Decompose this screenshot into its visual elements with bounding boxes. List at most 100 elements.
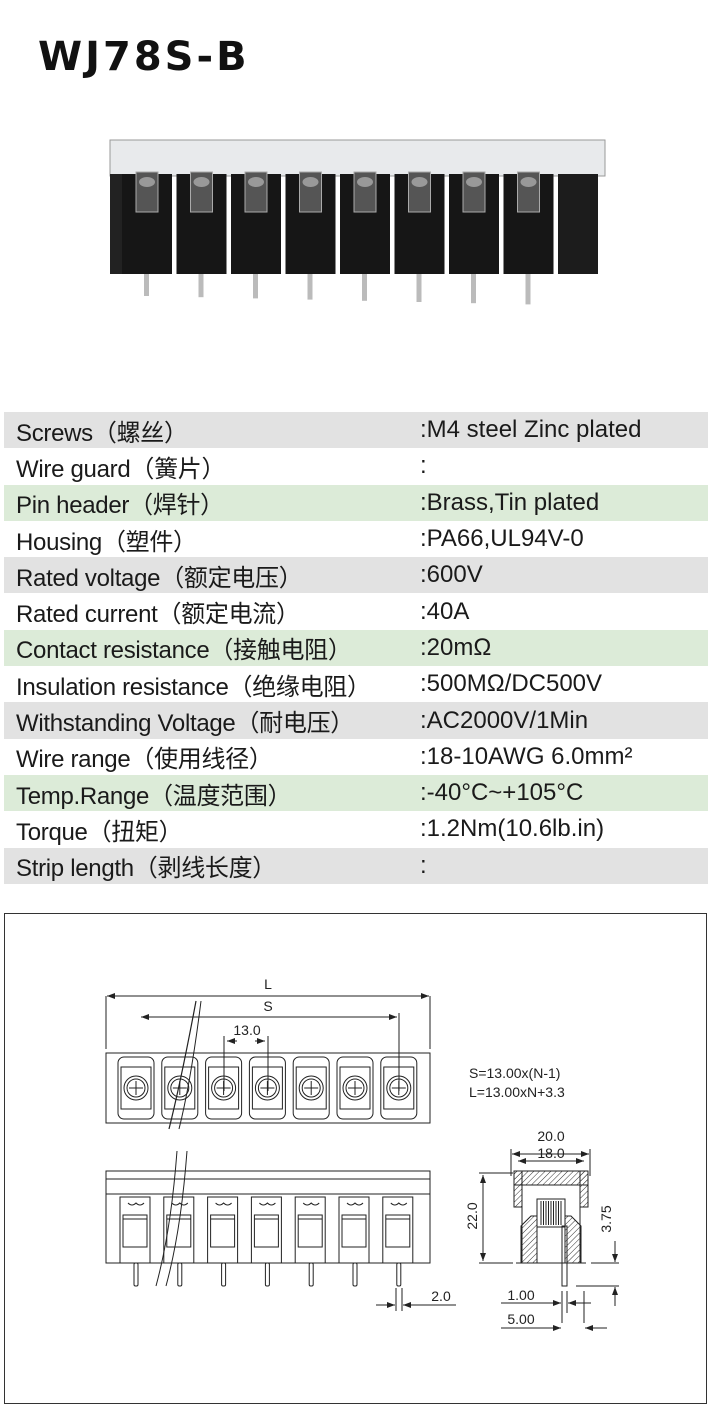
- terminal-window: [339, 1066, 371, 1110]
- screw-icon: [211, 1075, 237, 1101]
- dim-pin-pos: 5.00: [507, 1311, 534, 1327]
- spec-label: Pin header（焊针）: [16, 492, 224, 520]
- side-spring: [390, 1202, 408, 1206]
- formula-s: S=13.00x(N-1): [469, 1065, 560, 1081]
- product-title: WJ78S-B: [38, 34, 250, 80]
- dim-height: 22.0: [464, 1202, 480, 1229]
- screw-head: [257, 1078, 277, 1098]
- spec-value: :500MΩ/DC500V: [420, 670, 603, 698]
- pin: [308, 1262, 314, 1287]
- screw-head: [520, 177, 537, 187]
- spec-row: Rated voltage（额定电压） :600V: [4, 557, 708, 594]
- spec-label: Rated voltage（额定电压）: [16, 564, 303, 592]
- side-spring: [346, 1202, 364, 1206]
- spec-row: Strip length（剥线长度）:: [4, 847, 708, 884]
- screw-head: [214, 1078, 234, 1098]
- end-wall: [110, 174, 122, 274]
- terminal-window: [120, 1066, 152, 1110]
- side-spring: [302, 1202, 320, 1206]
- pin: [362, 274, 367, 301]
- spec-value: :600V: [420, 561, 483, 589]
- side-cell: [338, 1196, 370, 1264]
- spec-row: Wire guard（簧片）:: [4, 448, 708, 484]
- spec-label: Contact resistance（接触电阻）: [16, 637, 352, 665]
- pin: [396, 1262, 402, 1287]
- screw-head: [126, 1078, 146, 1098]
- spec-row: Pin header（焊针）:Brass,Tin plated: [4, 484, 708, 521]
- terminal-cell: [117, 1056, 155, 1120]
- terminal-window: [383, 1066, 415, 1110]
- side-window: [166, 1214, 192, 1248]
- terminal-cell: [380, 1056, 418, 1120]
- screw-head: [345, 1078, 365, 1098]
- screw-icon: [123, 1075, 149, 1101]
- screw-head: [357, 177, 373, 187]
- side-window: [341, 1214, 367, 1248]
- dim-pin-thick: 1.00: [507, 1287, 534, 1303]
- dim-width-outer: 20.0: [537, 1128, 564, 1144]
- spec-row: Insulation resistance（绝缘电阻） :500MΩ/DC500V: [4, 666, 708, 702]
- spec-label: Strip length（剥线长度）: [16, 855, 277, 883]
- spec-label: Housing（塑件）: [16, 528, 197, 556]
- pin: [144, 274, 149, 296]
- spec-label: Withstanding Voltage（耐电压）: [16, 710, 354, 738]
- side-window: [385, 1214, 411, 1248]
- drawing-svg: L S 13.0 S=13.00x(N-1) L=13.00xN+3.3 20.…: [105, 976, 619, 1331]
- spec-row: Rated current（额定电流） :40A: [4, 593, 708, 629]
- dim-S: S: [263, 998, 272, 1014]
- screw-icon: [167, 1075, 193, 1101]
- side-spring: [215, 1202, 232, 1206]
- spec-label: Rated current（额定电流）: [16, 601, 300, 629]
- terminal-cell: [292, 1056, 330, 1120]
- side-spring: [127, 1202, 145, 1206]
- pin: [133, 1262, 139, 1287]
- spec-label: Screws（螺丝）: [16, 419, 188, 447]
- side-cell: [294, 1196, 326, 1264]
- side-window: [253, 1214, 279, 1248]
- pin: [525, 274, 531, 305]
- screw-head: [389, 1078, 409, 1098]
- terminal-window: [164, 1066, 196, 1110]
- spec-row: Temp.Range（温度范围）:-40°C~+105°C: [4, 774, 708, 812]
- terminal-cell: [205, 1056, 243, 1120]
- clear-cover: [109, 139, 606, 177]
- side-cell: [119, 1196, 151, 1264]
- spec-value: :M4 steel Zinc plated: [420, 416, 642, 444]
- terminal-window: [208, 1066, 240, 1110]
- spec-value: :-40°C~+105°C: [420, 779, 584, 807]
- screw-head: [302, 177, 319, 187]
- side-cell: [207, 1196, 239, 1264]
- screw-head: [301, 1078, 321, 1098]
- spec-value: :: [420, 452, 427, 480]
- dim-L: L: [264, 976, 272, 992]
- pin: [198, 274, 204, 298]
- dim-pin-offset: 3.75: [598, 1205, 614, 1232]
- terminal-window: [295, 1066, 327, 1110]
- screw-icon: [298, 1075, 324, 1101]
- dimension-drawing: L S 13.0 S=13.00x(N-1) L=13.00xN+3.3 20.…: [4, 913, 707, 1404]
- spec-label: Torque（扭矩）: [16, 818, 183, 846]
- product-photo: [109, 139, 606, 305]
- pin: [264, 1262, 270, 1287]
- dim-width-inner: 18.0: [537, 1145, 564, 1161]
- pin: [471, 274, 476, 304]
- pin: [253, 274, 258, 299]
- screw-head: [248, 177, 264, 187]
- spec-value: :1.2Nm(10.6lb.in): [420, 815, 605, 843]
- side-window: [297, 1214, 323, 1248]
- spec-value: :18-10AWG 6.0mm²: [420, 742, 633, 770]
- dim-pitch: 13.0: [233, 1022, 260, 1038]
- spec-value: :40A: [420, 597, 470, 625]
- formula-l: L=13.00xN+3.3: [469, 1084, 565, 1100]
- spec-row: Contact resistance（接触电阻）:20mΩ: [4, 629, 708, 667]
- spec-label: Insulation resistance（绝缘电阻）: [16, 673, 371, 701]
- side-spring: [259, 1202, 276, 1206]
- side-cell: [250, 1196, 282, 1264]
- end-wall: [558, 174, 598, 274]
- spec-value: :PA66,UL94V-0: [420, 525, 584, 553]
- screw-head: [193, 177, 210, 187]
- spec-value: :AC2000V/1Min: [420, 706, 589, 734]
- pin: [352, 1262, 358, 1287]
